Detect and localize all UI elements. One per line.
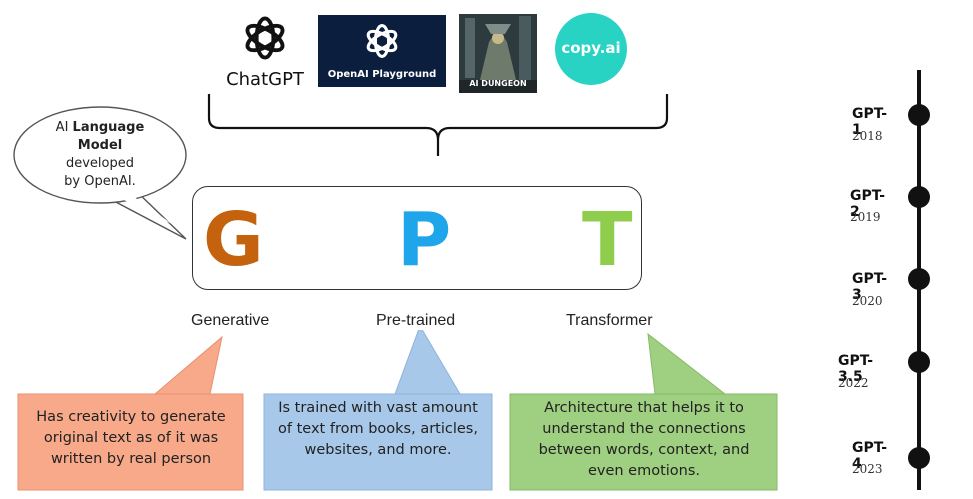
timeline-year: 2018 xyxy=(852,129,883,143)
speech-text: AI Language Model developed by OpenAI. xyxy=(40,119,160,191)
dungeon-art-icon xyxy=(459,14,537,93)
callout-shape-generative xyxy=(17,335,244,491)
timeline-label: GPT-1 xyxy=(852,106,888,138)
chatgpt-logo: ChatGPT xyxy=(222,10,308,92)
callout-generative: Has creativity to generate original text… xyxy=(36,409,226,467)
copyai-label: copy.ai xyxy=(561,39,621,57)
timeline-label: GPT-3.5 xyxy=(838,353,874,385)
speech-prefix: AI xyxy=(55,120,73,135)
speech-rest: developed by OpenAI. xyxy=(64,156,136,189)
timeline-year: 2022 xyxy=(838,376,869,390)
copyai-logo: copy.ai xyxy=(555,13,627,85)
speech-bold: Language Model xyxy=(72,120,145,153)
dungeon-label: AI DUNGEON xyxy=(469,79,527,88)
timeline-dot xyxy=(908,268,930,290)
openai-icon xyxy=(245,16,285,60)
timeline-dot xyxy=(908,351,930,373)
callout-shapes xyxy=(17,330,778,491)
callout-pretrained: Is trained with vast amount of text from… xyxy=(278,400,478,458)
timeline-label: GPT-3 xyxy=(852,271,888,303)
timeline-year: 2019 xyxy=(850,210,881,224)
callout-shape-pretrained xyxy=(263,330,493,491)
speech-bubble xyxy=(13,106,187,240)
timeline-year: 2023 xyxy=(852,462,883,476)
ai-dungeon-logo: AI DUNGEON xyxy=(459,14,537,93)
letter-g: G xyxy=(203,197,264,283)
timeline-label: GPT-4 xyxy=(852,440,888,472)
word-pretrained: Pre-trained xyxy=(376,312,456,329)
letter-t: T xyxy=(582,197,633,283)
openai-playground-logo: OpenAI Playground xyxy=(318,15,446,87)
letter-p: P xyxy=(397,197,452,283)
timeline-dot xyxy=(908,104,930,126)
timeline-dot xyxy=(908,186,930,208)
timeline-dot xyxy=(908,447,930,469)
callout-shape-transformer xyxy=(509,332,778,491)
brace xyxy=(207,94,669,156)
word-generative: Generative xyxy=(191,312,270,329)
openai-icon xyxy=(366,24,398,58)
gpt-box xyxy=(192,186,642,290)
chatgpt-label: ChatGPT xyxy=(226,69,304,90)
timeline-label: GPT-2 xyxy=(850,188,886,220)
playground-label: OpenAI Playground xyxy=(327,69,437,80)
timeline-year: 2020 xyxy=(852,294,883,308)
callout-transformer: Architecture that helps it to understand… xyxy=(538,400,750,479)
word-transformer: Transformer xyxy=(566,312,653,329)
